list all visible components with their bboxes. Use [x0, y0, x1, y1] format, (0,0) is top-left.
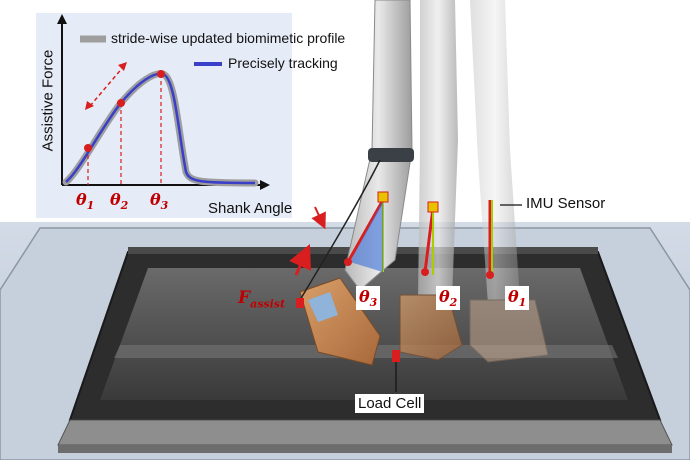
force-symbol: F — [238, 288, 251, 308]
leg-ghost-far — [469, 0, 549, 363]
update-arrow — [89, 65, 125, 107]
point-theta1 — [84, 144, 92, 152]
cable-anchor — [296, 298, 304, 308]
inset-theta2-sub: 2 — [120, 199, 129, 213]
inset-theta1-symbol: θ — [76, 190, 87, 209]
leg-ghost-mid — [399, 0, 463, 361]
inset-theta1-sub: 1 — [86, 199, 95, 213]
imu-marker-mid — [427, 201, 439, 213]
inset-theta3: θ3 — [150, 190, 168, 212]
inset-theta3-symbol: θ — [150, 190, 161, 209]
scene-theta3-symbol: θ — [359, 287, 370, 306]
force-arrow — [289, 244, 312, 276]
scene-theta1: θ1 — [505, 286, 530, 311]
joint-dot-front — [344, 258, 352, 266]
imu-sensor-label: IMU Sensor — [526, 195, 606, 212]
pull-arrow — [311, 206, 326, 230]
inset-x-arrowhead — [260, 180, 270, 190]
inset-y-arrowhead — [57, 14, 67, 24]
scene-theta1-sub: 1 — [518, 296, 527, 310]
load-cell-label: Load Cell — [355, 394, 425, 413]
update-arrowhead-up — [118, 62, 127, 71]
inset-theta3-sub: 3 — [160, 199, 169, 213]
imu-marker-front — [377, 191, 389, 203]
shank-line-mid — [423, 207, 435, 273]
inset-theta2: θ2 — [110, 190, 128, 212]
shank-line-front — [346, 199, 385, 263]
leg-front — [299, 0, 414, 366]
legend-label-profile: stride-wise updated biomimetic profile — [111, 30, 346, 46]
force-label: Fassist — [238, 288, 285, 310]
load-cell — [392, 350, 400, 362]
scene-theta3-sub: 3 — [369, 296, 378, 310]
inset-theta1: θ1 — [76, 190, 94, 212]
force-sub: assist — [250, 297, 286, 311]
angle-wedge-front — [350, 200, 383, 272]
legend-label-tracking: Precisely tracking — [228, 55, 338, 71]
inset-y-axis-label: Assistive Force — [39, 49, 57, 152]
point-theta2 — [117, 99, 125, 107]
joint-dot-mid — [421, 268, 429, 276]
scene-theta2-sub: 2 — [449, 296, 458, 310]
joint-dot-far — [486, 271, 494, 279]
scene-theta3: θ3 — [356, 286, 381, 311]
rail-bottom — [58, 445, 672, 453]
update-arrowhead-down — [85, 101, 94, 110]
assist-cable — [299, 159, 381, 301]
scene-theta1-symbol: θ — [508, 287, 519, 306]
treadmill-rail — [57, 419, 673, 446]
scene-theta2: θ2 — [436, 286, 461, 311]
point-theta3 — [157, 70, 165, 78]
inset-theta2-symbol: θ — [110, 190, 121, 209]
scene-theta2-symbol: θ — [439, 287, 450, 306]
inset-x-axis-label: Shank Angle — [208, 200, 293, 217]
